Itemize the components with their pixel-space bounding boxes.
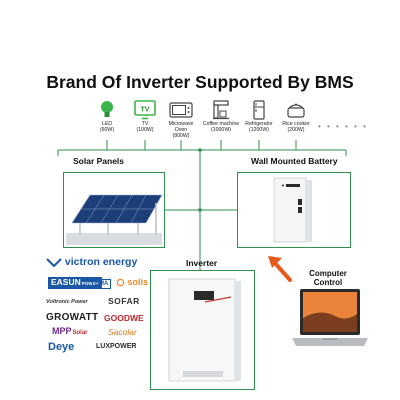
computer-control-label: Computer Control: [309, 269, 347, 287]
tv-icon-text: TV: [141, 107, 150, 114]
appliance-name: Rice cooker: [282, 121, 310, 127]
solar-panels-label: Solar Panels: [73, 156, 125, 166]
brand-mpp-text: MPP: [52, 326, 72, 336]
brand-victron: victron energy: [46, 256, 137, 268]
brand-mpp: MPPSolar: [52, 326, 88, 336]
appliance-name: Coffee machine: [202, 121, 240, 127]
appliance-power: (200W): [287, 127, 305, 133]
appliance-rice-cooker: Rice cooker (200W): [279, 100, 313, 133]
appliance-name: Microwave Oven: [168, 121, 194, 133]
wall-battery-label: Wall Mounted Battery: [251, 156, 338, 166]
brand-sofar: SOFAR: [108, 296, 140, 306]
brand-victron-text: victron energy: [64, 256, 138, 268]
appliance-power: (1000W): [211, 127, 231, 133]
inverter-image: [168, 278, 241, 382]
appliance-power: (1200W): [249, 127, 269, 133]
wall-battery-image: [273, 177, 312, 243]
brand-easun-sub: POWER: [81, 281, 99, 286]
wall-battery-box: [237, 172, 351, 248]
brand-sma: SMA: [92, 279, 112, 289]
appliance-name: LED: [101, 121, 113, 127]
brand-goodwe: GOODWE: [104, 313, 144, 323]
appliance-name: TV: [141, 121, 149, 127]
led-bulb-icon: [101, 101, 113, 117]
brand-solis: solis: [116, 277, 148, 287]
page-title: Brand Of Inverter Supported By BMS: [46, 72, 354, 92]
appliance-power: (100W): [136, 127, 154, 133]
inverter-label: Inverter: [186, 258, 218, 268]
appliance-tv: TV TV (100W): [130, 100, 160, 133]
brand-growatt: GROWATT: [46, 312, 99, 323]
appliance-led: LED (60W): [92, 100, 122, 133]
microwave-icon: [169, 102, 193, 118]
coffee-machine-icon: [213, 100, 229, 120]
brand-luxpower: LUXPOWER: [96, 343, 137, 350]
brand-voltronic: Voltronic Power: [46, 299, 88, 305]
laptop-icon: [292, 289, 368, 346]
brand-deye: Deye: [48, 341, 75, 353]
brand-mpp-sub: Solar: [72, 330, 88, 336]
more-dots-icon: • • • • • •: [318, 122, 368, 131]
victron-logo-icon: [46, 258, 62, 268]
appliance-power: (800W): [172, 133, 190, 139]
solar-panels-image: [66, 194, 163, 245]
refrigerator-icon: [253, 100, 265, 120]
appliance-refrigerator: Refrigerator (1200W): [241, 100, 277, 133]
solis-sun-icon: [116, 278, 125, 287]
control-arrow-icon: [268, 256, 292, 282]
brand-easun-text: EASUN: [51, 277, 81, 287]
brand-easun: EASUNPOWER: [48, 277, 102, 289]
tv-icon: TV: [134, 100, 156, 120]
rice-cooker-icon: [287, 103, 305, 118]
appliance-power: (60W): [99, 127, 115, 133]
appliance-name: Refrigerator: [245, 121, 273, 127]
solar-panels-box: [63, 172, 165, 248]
appliance-microwave: Microwave Oven (800W): [164, 100, 198, 139]
inverter-box: [150, 270, 255, 390]
brand-sacolar: Sacolar: [108, 327, 137, 337]
appliance-coffee: Coffee machine (1000W): [200, 100, 242, 133]
brand-solis-text: solis: [127, 277, 149, 287]
